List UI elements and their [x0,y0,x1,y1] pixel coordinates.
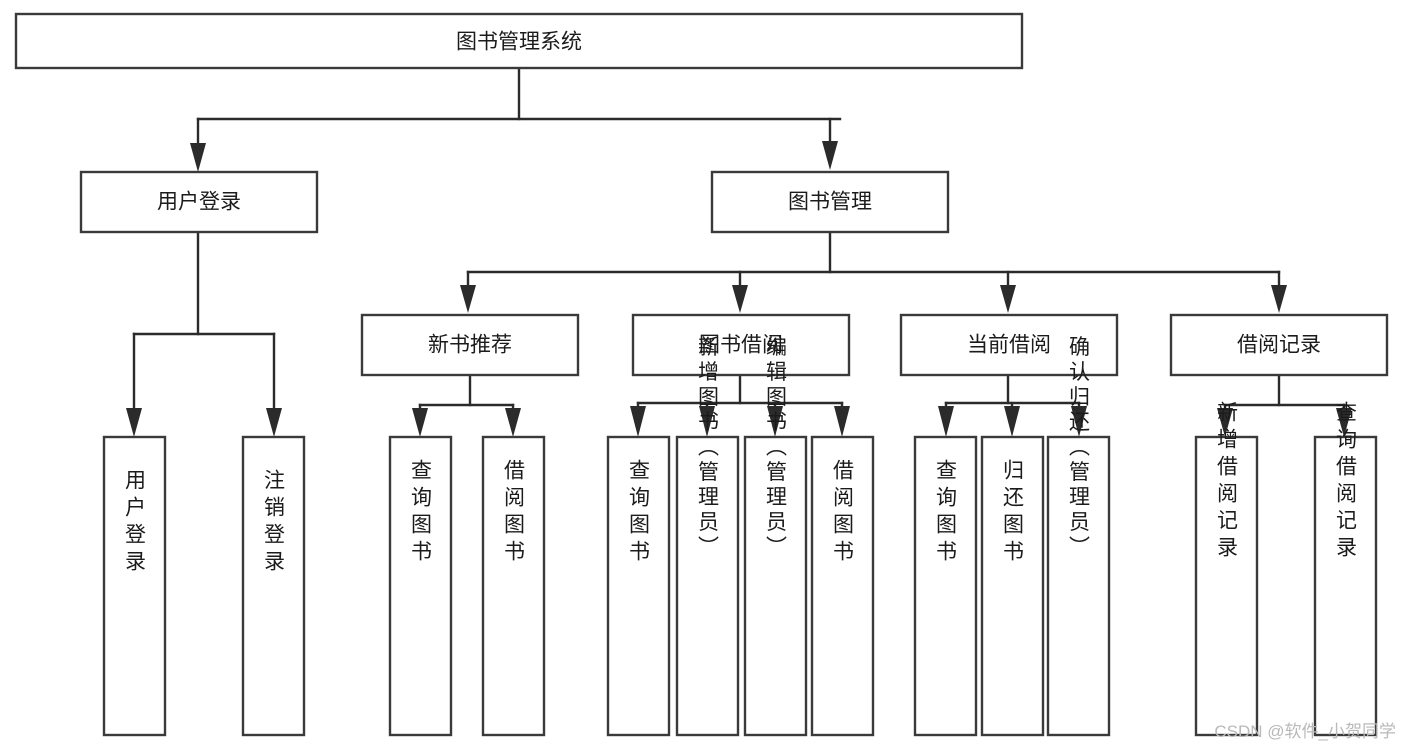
leaf-query-book-2[interactable]: 查询图书 [606,435,671,737]
arrow-to-leaf-add-record [1217,408,1233,437]
leaf-query-book-3-label: 查询图书 [934,459,958,567]
arrow-to-leaf-query-book-2 [630,406,646,437]
node-new-book-rec[interactable]: 新书推荐 [360,313,580,377]
node-book-mgmt[interactable]: 图书管理 [710,170,950,234]
node-user-login-label: 用户登录 [157,191,241,214]
leaf-add-book-label: 新增图书（管理员） [696,336,720,561]
arrow-to-leaf-borrow-book-1 [505,408,521,437]
arrow-to-leaf-query-book-3 [938,406,954,437]
leaf-query-record-label: 查询借阅记录 [1334,401,1358,563]
leaf-logout-label: 注销登录 [262,469,286,577]
leaf-query-book-1[interactable]: 查询图书 [388,435,453,737]
leaf-query-book-1-label: 查询图书 [409,459,433,567]
node-user-login-box[interactable] [79,170,319,234]
node-book-borrow-label: 图书借阅 [699,334,783,357]
arrow-to-leaf-return-book [1004,406,1020,437]
leaf-add-book-box[interactable] [675,435,740,737]
leaf-add-record[interactable]: 新增借阅记录 [1194,401,1259,737]
leaf-borrow-book-1-box[interactable] [481,435,546,737]
node-new-book-rec-label: 新书推荐 [428,334,512,357]
node-new-book-rec-box[interactable] [360,313,580,377]
node-root[interactable]: 图书管理系统 [14,12,1024,70]
csdn-watermark: CSDN @软件_小贺同学 [1214,722,1396,741]
node-current-borrow-box[interactable] [899,313,1119,377]
node-borrow-record-label: 借阅记录 [1237,334,1321,357]
leaf-confirm-return-box[interactable] [1046,435,1111,737]
leaf-add-record-box[interactable] [1194,435,1259,737]
arrow-to-leaf-confirm-return [1071,406,1087,437]
leaf-confirm-return[interactable]: 确认归还（管理员） [1046,336,1111,737]
leaf-return-book[interactable]: 归还图书 [980,435,1045,737]
leaf-user-login[interactable]: 用户登录 [102,435,167,737]
leaf-confirm-return-label: 确认归还（管理员） [1067,336,1091,561]
leaf-user-login-label: 用户登录 [123,469,147,577]
leaf-query-record[interactable]: 查询借阅记录 [1313,401,1378,737]
node-book-borrow[interactable]: 图书借阅 [631,313,851,377]
node-root-box[interactable] [14,12,1024,70]
arrow-to-new-book-rec [460,285,476,313]
leaf-return-book-label: 归还图书 [1001,459,1025,567]
connector-layer [126,66,1352,437]
node-borrow-record-box[interactable] [1169,313,1389,377]
leaf-borrow-book-2-label: 借阅图书 [831,459,855,567]
leaf-query-book-2-label: 查询图书 [627,459,651,567]
arrow-to-current-borrow [1000,285,1016,313]
node-current-borrow[interactable]: 当前借阅 [899,313,1119,377]
leaf-query-book-1-box[interactable] [388,435,453,737]
arrow-to-book-mgmt [822,141,838,170]
arrow-to-book-borrow [732,285,748,313]
arrow-to-borrow-record [1271,285,1287,313]
leaf-query-record-box[interactable] [1313,435,1378,737]
leaf-edit-book-label: 编辑图书（管理员） [764,336,788,561]
leaf-query-book-2-box[interactable] [606,435,671,737]
node-book-borrow-box[interactable] [631,313,851,377]
leaf-logout[interactable]: 注销登录 [241,435,306,737]
arrow-to-leaf-edit-book [767,406,783,437]
arrow-to-leaf-borrow-book-2 [834,406,850,437]
leaf-borrow-book-1[interactable]: 借阅图书 [481,435,546,737]
leaf-borrow-book-2-box[interactable] [810,435,875,737]
leaf-query-book-3[interactable]: 查询图书 [913,435,978,737]
node-root-label: 图书管理系统 [456,31,582,54]
leaf-query-book-3-box[interactable] [913,435,978,737]
arrow-to-leaf-logout [266,408,282,437]
leaf-borrow-book-1-label: 借阅图书 [502,459,526,567]
node-borrow-record[interactable]: 借阅记录 [1169,313,1389,377]
arrow-to-leaf-query-record [1336,408,1352,437]
leaf-logout-box[interactable] [241,435,306,737]
leaf-borrow-book-2[interactable]: 借阅图书 [810,435,875,737]
leaf-user-login-box[interactable] [102,435,167,737]
arrow-to-leaf-add-book [699,406,715,437]
node-user-login[interactable]: 用户登录 [79,170,319,234]
arrow-to-leaf-user-login [126,408,142,437]
node-current-borrow-label: 当前借阅 [967,334,1051,357]
leaf-edit-book[interactable]: 编辑图书（管理员） [743,336,808,737]
node-book-mgmt-label: 图书管理 [788,191,872,214]
leaf-edit-book-box[interactable] [743,435,808,737]
leaf-add-record-label: 新增借阅记录 [1215,401,1239,563]
node-book-mgmt-box[interactable] [710,170,950,234]
leaf-return-book-box[interactable] [980,435,1045,737]
arrow-to-user-login [190,143,206,172]
leaf-add-book[interactable]: 新增图书（管理员） [675,336,740,737]
arrow-to-leaf-query-book-1 [412,408,428,437]
